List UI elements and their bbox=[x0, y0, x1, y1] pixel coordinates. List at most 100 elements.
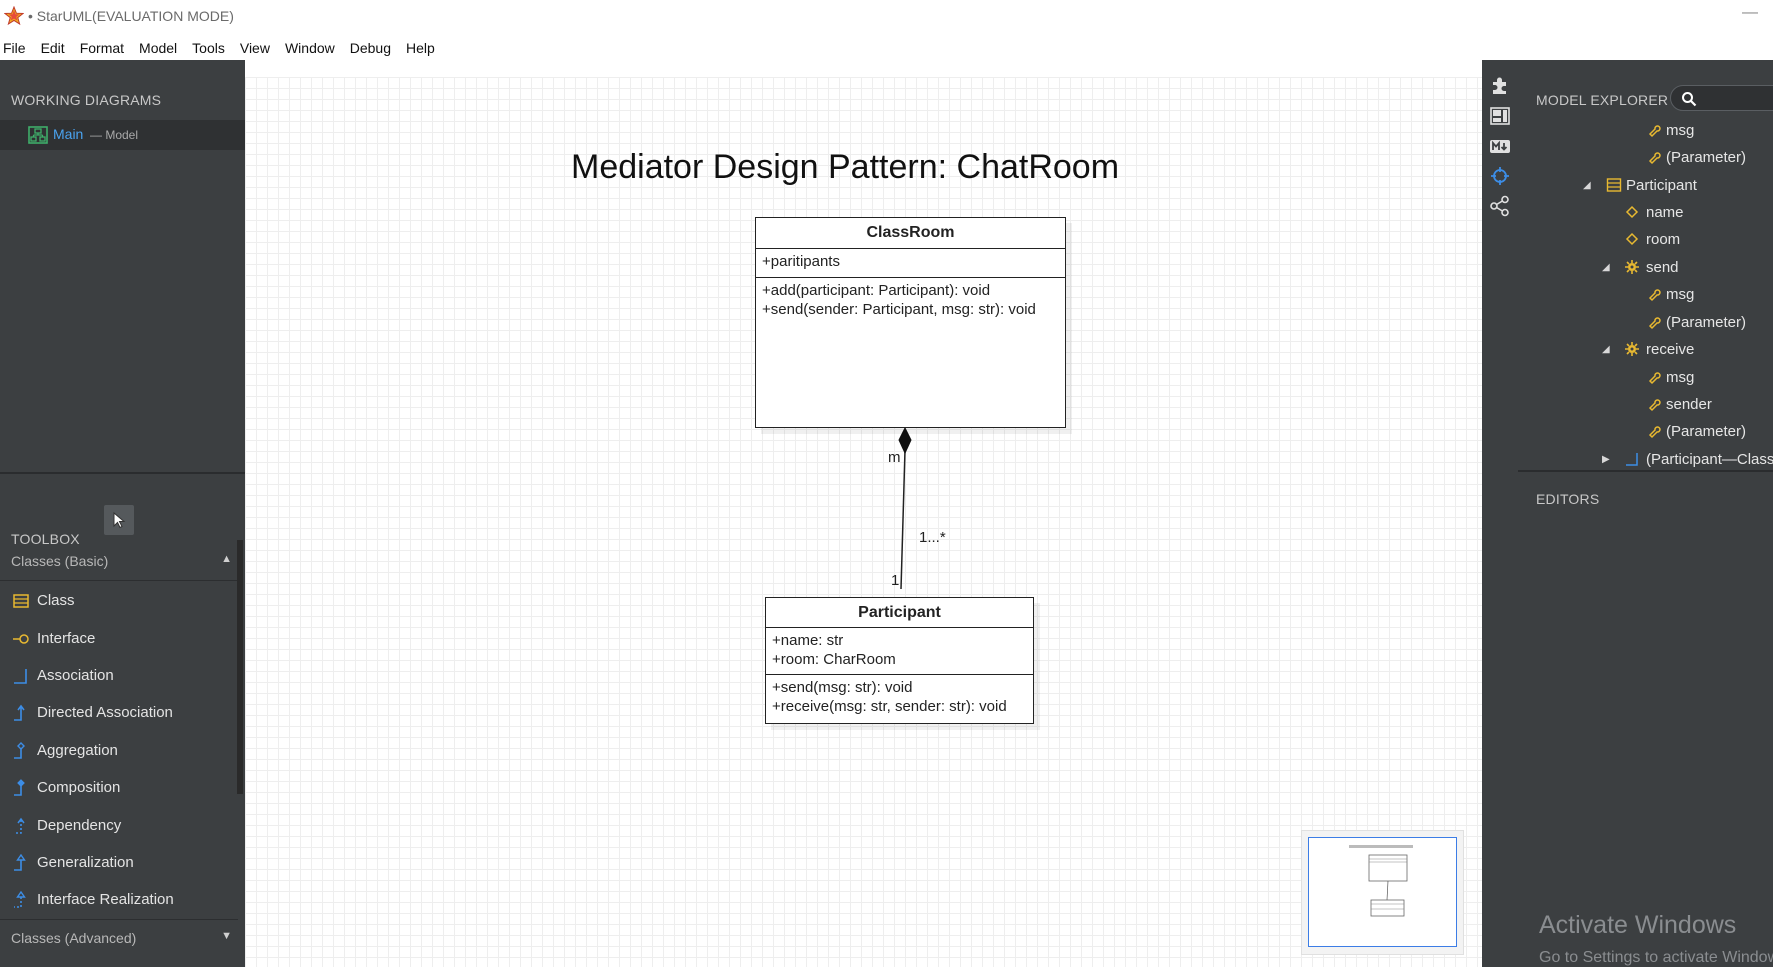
minimap-preview bbox=[1349, 845, 1413, 917]
activate-windows-title: Activate Windows bbox=[1539, 911, 1737, 939]
select-tool-button[interactable] bbox=[104, 505, 134, 535]
tree-item[interactable]: (Parameter) bbox=[1518, 144, 1773, 171]
title-bar: • StarUML(EVALUATION MODE) — bbox=[0, 0, 1773, 32]
minimize-button[interactable]: — bbox=[1742, 4, 1758, 21]
parameter-icon bbox=[1648, 317, 1661, 330]
menu-format[interactable]: Format bbox=[79, 40, 125, 56]
menu-window[interactable]: Window bbox=[284, 40, 335, 56]
tree-item[interactable]: msg bbox=[1518, 281, 1773, 308]
tree-item[interactable]: sender bbox=[1518, 391, 1773, 418]
menu-edit[interactable]: Edit bbox=[40, 40, 65, 56]
parameter-icon bbox=[1648, 125, 1661, 138]
expand-triangle-icon[interactable]: ◢ bbox=[1602, 344, 1610, 355]
class-attribute: +room: CharRoom bbox=[772, 651, 896, 668]
association-line[interactable] bbox=[245, 77, 1482, 967]
interface-realization-icon bbox=[14, 891, 26, 908]
toolbox-group-label: Classes (Basic) bbox=[11, 553, 109, 569]
directed-association-icon bbox=[14, 704, 25, 721]
class-attribute: +name: str bbox=[772, 632, 844, 649]
tool-interface-realization[interactable]: Interface Realization bbox=[0, 881, 235, 919]
tree-item[interactable]: name bbox=[1518, 199, 1773, 226]
tree-item[interactable]: ▶ (Participant—Class bbox=[1602, 451, 1773, 468]
menu-view[interactable]: View bbox=[239, 40, 270, 56]
menu-model[interactable]: Model bbox=[139, 40, 178, 56]
tree-item[interactable]: (Parameter) bbox=[1518, 309, 1773, 336]
attribute-icon bbox=[1625, 205, 1639, 219]
parameter-icon bbox=[1648, 426, 1661, 439]
collapsed-triangle-icon[interactable]: ▶ bbox=[1602, 454, 1610, 465]
navigator-button[interactable] bbox=[1487, 163, 1513, 189]
parameter-icon bbox=[1648, 152, 1661, 165]
tool-composition[interactable]: Composition bbox=[0, 769, 235, 807]
working-diagram-main[interactable]: Main — Model bbox=[0, 120, 245, 150]
class-operation: +add(participant: Participant): void bbox=[762, 282, 991, 299]
class-operation: +send(msg: str): void bbox=[772, 679, 913, 696]
tool-directed-association[interactable]: Directed Association bbox=[0, 694, 235, 732]
association-end-label[interactable]: 1 bbox=[891, 572, 900, 589]
parameter-icon bbox=[1648, 372, 1661, 385]
tool-association[interactable]: Association bbox=[0, 657, 235, 695]
tree-item[interactable]: ◢ send bbox=[1602, 259, 1679, 276]
share-button[interactable] bbox=[1487, 193, 1513, 219]
layout-icon bbox=[1490, 107, 1510, 125]
composition-diamond-icon bbox=[898, 426, 912, 455]
model-search-box[interactable] bbox=[1670, 85, 1773, 111]
tool-generalization[interactable]: Generalization bbox=[0, 844, 235, 882]
cursor-icon bbox=[113, 511, 126, 529]
uml-class-classroom[interactable]: ClassRoom +paritipants +add(participant:… bbox=[755, 217, 1066, 428]
toolbox-header: TOOLBOX bbox=[11, 531, 80, 547]
class-attribute: +paritipants bbox=[762, 253, 840, 270]
association-multiplicity-label[interactable]: 1...* bbox=[919, 529, 946, 546]
toolbox-group-classes-advanced[interactable]: Classes (Advanced) ▼ bbox=[0, 919, 238, 957]
class-icon bbox=[13, 594, 29, 608]
composition-icon bbox=[14, 779, 25, 796]
menu-help[interactable]: Help bbox=[406, 40, 435, 56]
dependency-icon bbox=[14, 817, 25, 834]
expand-triangle-icon[interactable]: ◢ bbox=[1583, 180, 1591, 191]
extension-manager-button[interactable] bbox=[1487, 72, 1513, 98]
uml-class-participant[interactable]: Participant +name: str +room: CharRoom +… bbox=[765, 597, 1034, 724]
menu-tools[interactable]: Tools bbox=[192, 40, 225, 56]
association-end-label[interactable]: m bbox=[888, 449, 901, 466]
diagram-title[interactable]: Mediator Design Pattern: ChatRoom bbox=[571, 148, 1120, 186]
expand-triangle-icon[interactable]: ◢ bbox=[1602, 262, 1610, 273]
menu-file[interactable]: File bbox=[3, 40, 26, 56]
canvas-top-margin bbox=[245, 60, 1482, 77]
layout-button[interactable] bbox=[1487, 103, 1513, 129]
staruml-logo-icon bbox=[4, 6, 24, 26]
menu-debug[interactable]: Debug bbox=[349, 40, 392, 56]
model-tree[interactable]: msg (Parameter) ◢ Participant name room bbox=[1518, 117, 1773, 527]
tool-aggregation[interactable]: Aggregation bbox=[0, 732, 235, 770]
class-diagram-icon bbox=[28, 126, 48, 144]
extension-icon bbox=[1493, 77, 1506, 94]
toolbox-scrollbar[interactable] bbox=[237, 540, 243, 794]
class-name: Participant bbox=[766, 598, 1033, 628]
diagram-minimap[interactable] bbox=[1301, 830, 1464, 955]
working-diagrams-header: WORKING DIAGRAMS bbox=[11, 92, 162, 108]
tree-item[interactable]: msg bbox=[1518, 364, 1773, 391]
parameter-icon bbox=[1648, 289, 1661, 302]
diagram-canvas[interactable]: Mediator Design Pattern: ChatRoom ClassR… bbox=[245, 77, 1482, 967]
tree-item[interactable]: room bbox=[1518, 226, 1773, 253]
operation-icon bbox=[1625, 342, 1639, 356]
tree-item[interactable]: ◢ receive bbox=[1602, 341, 1695, 358]
toolbox-group-label: Classes (Advanced) bbox=[11, 930, 137, 946]
tool-dependency[interactable]: Dependency bbox=[0, 807, 235, 845]
markdown-button[interactable] bbox=[1487, 133, 1513, 159]
association-icon bbox=[14, 669, 27, 684]
editors-header: EDITORS bbox=[1536, 491, 1600, 507]
association-icon bbox=[1626, 453, 1638, 466]
tool-interface[interactable]: Interface bbox=[0, 620, 235, 658]
attribute-icon bbox=[1625, 232, 1639, 246]
operation-icon bbox=[1625, 260, 1639, 274]
window-title: • StarUML(EVALUATION MODE) bbox=[28, 8, 234, 24]
tool-class[interactable]: Class bbox=[0, 582, 235, 620]
tree-item[interactable]: (Parameter) bbox=[1518, 418, 1773, 445]
minimap-viewport[interactable] bbox=[1308, 837, 1457, 947]
working-diagram-suffix: — Model bbox=[90, 128, 139, 142]
toolbox-group-classes-basic[interactable]: Classes (Basic) ▲ bbox=[0, 543, 238, 581]
tree-item[interactable]: msg bbox=[1518, 117, 1773, 144]
model-explorer-header: MODEL EXPLORER bbox=[1536, 92, 1669, 108]
tree-item[interactable]: ◢ Participant bbox=[1583, 177, 1697, 194]
class-attributes: +name: str +room: CharRoom bbox=[766, 628, 1033, 675]
